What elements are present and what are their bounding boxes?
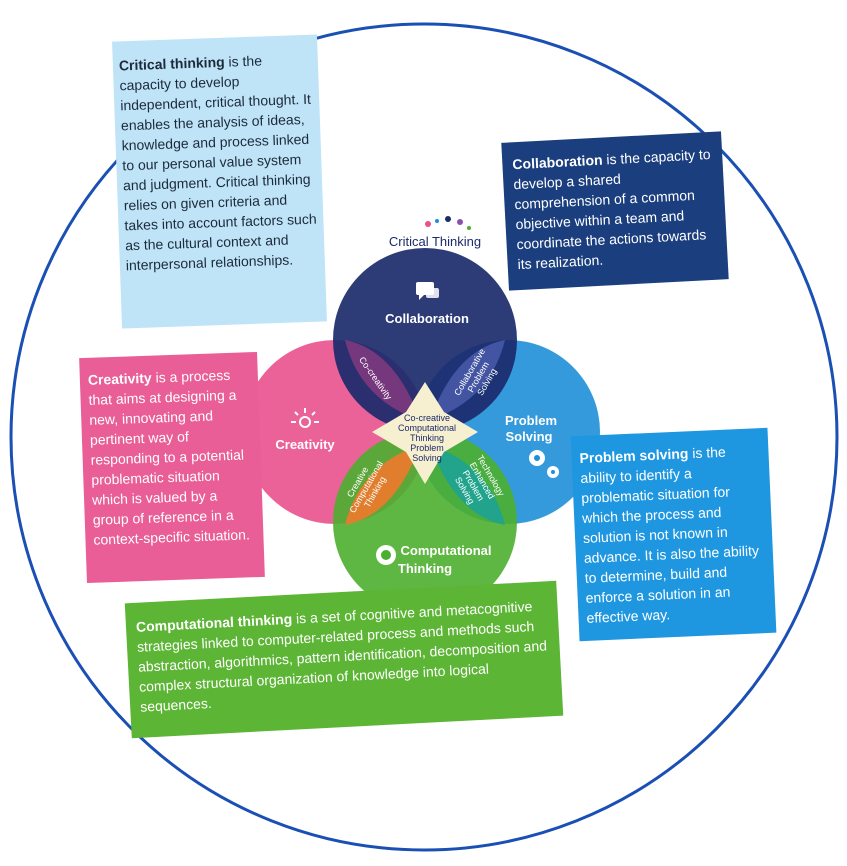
center-label-3: Thinking — [410, 433, 444, 443]
overlap-shapes — [345, 340, 505, 525]
logo-dots-icon — [425, 216, 471, 230]
collaboration-card: Collaboration is the capacity to develop… — [501, 131, 729, 291]
creativity-card: Creativity is a process that aims at des… — [79, 351, 265, 584]
tech-overlap — [430, 445, 505, 525]
center-label-2: Computational — [398, 423, 456, 433]
critical-thinking-text: is the capacity to develop independent, … — [119, 52, 317, 274]
problem-solving-card: Problem solving is the ability to identi… — [570, 427, 777, 642]
outer-ring — [9, 22, 839, 852]
creative-ct-overlap — [345, 445, 420, 525]
diagram-header-label: Critical Thinking — [389, 234, 481, 249]
computational-label-1: Computational — [401, 543, 492, 558]
creativity-text: is a process that aims at designing a ne… — [88, 366, 251, 548]
center-label-4: Problem — [410, 443, 444, 453]
center-label: Co-creative Computational Thinking Probl… — [398, 413, 456, 463]
center-star — [372, 382, 478, 484]
problem-solving-label-1: Problem — [505, 413, 557, 428]
problem-solving-text: is the ability to identify a problematic… — [580, 443, 760, 626]
lightbulb-burst-icon — [291, 408, 319, 428]
critical-thinking-term: Critical thinking — [118, 53, 225, 74]
co-creativity-overlap — [345, 340, 420, 420]
collab-ps-overlap — [430, 340, 505, 420]
computational-thinking-card: Computational thinking is a set of cogni… — [124, 580, 564, 739]
critical-thinking-card: Critical thinking is the capacity to dev… — [112, 34, 327, 329]
center-label-1: Co-creative — [404, 413, 450, 423]
head-circuit-icon — [376, 545, 396, 565]
chat-bubbles-icon — [416, 282, 439, 300]
collaboration-label: Collaboration — [385, 311, 469, 326]
center-label-5: Solving — [412, 453, 442, 463]
gears-icon — [529, 450, 559, 478]
computational-label-2: Thinking — [398, 561, 452, 576]
creativity-label: Creativity — [275, 437, 335, 452]
problem-solving-term: Problem solving — [579, 445, 689, 467]
creativity-term: Creativity — [87, 369, 152, 388]
problem-solving-label-2: Solving — [506, 429, 553, 444]
collaboration-term: Collaboration — [511, 151, 603, 173]
